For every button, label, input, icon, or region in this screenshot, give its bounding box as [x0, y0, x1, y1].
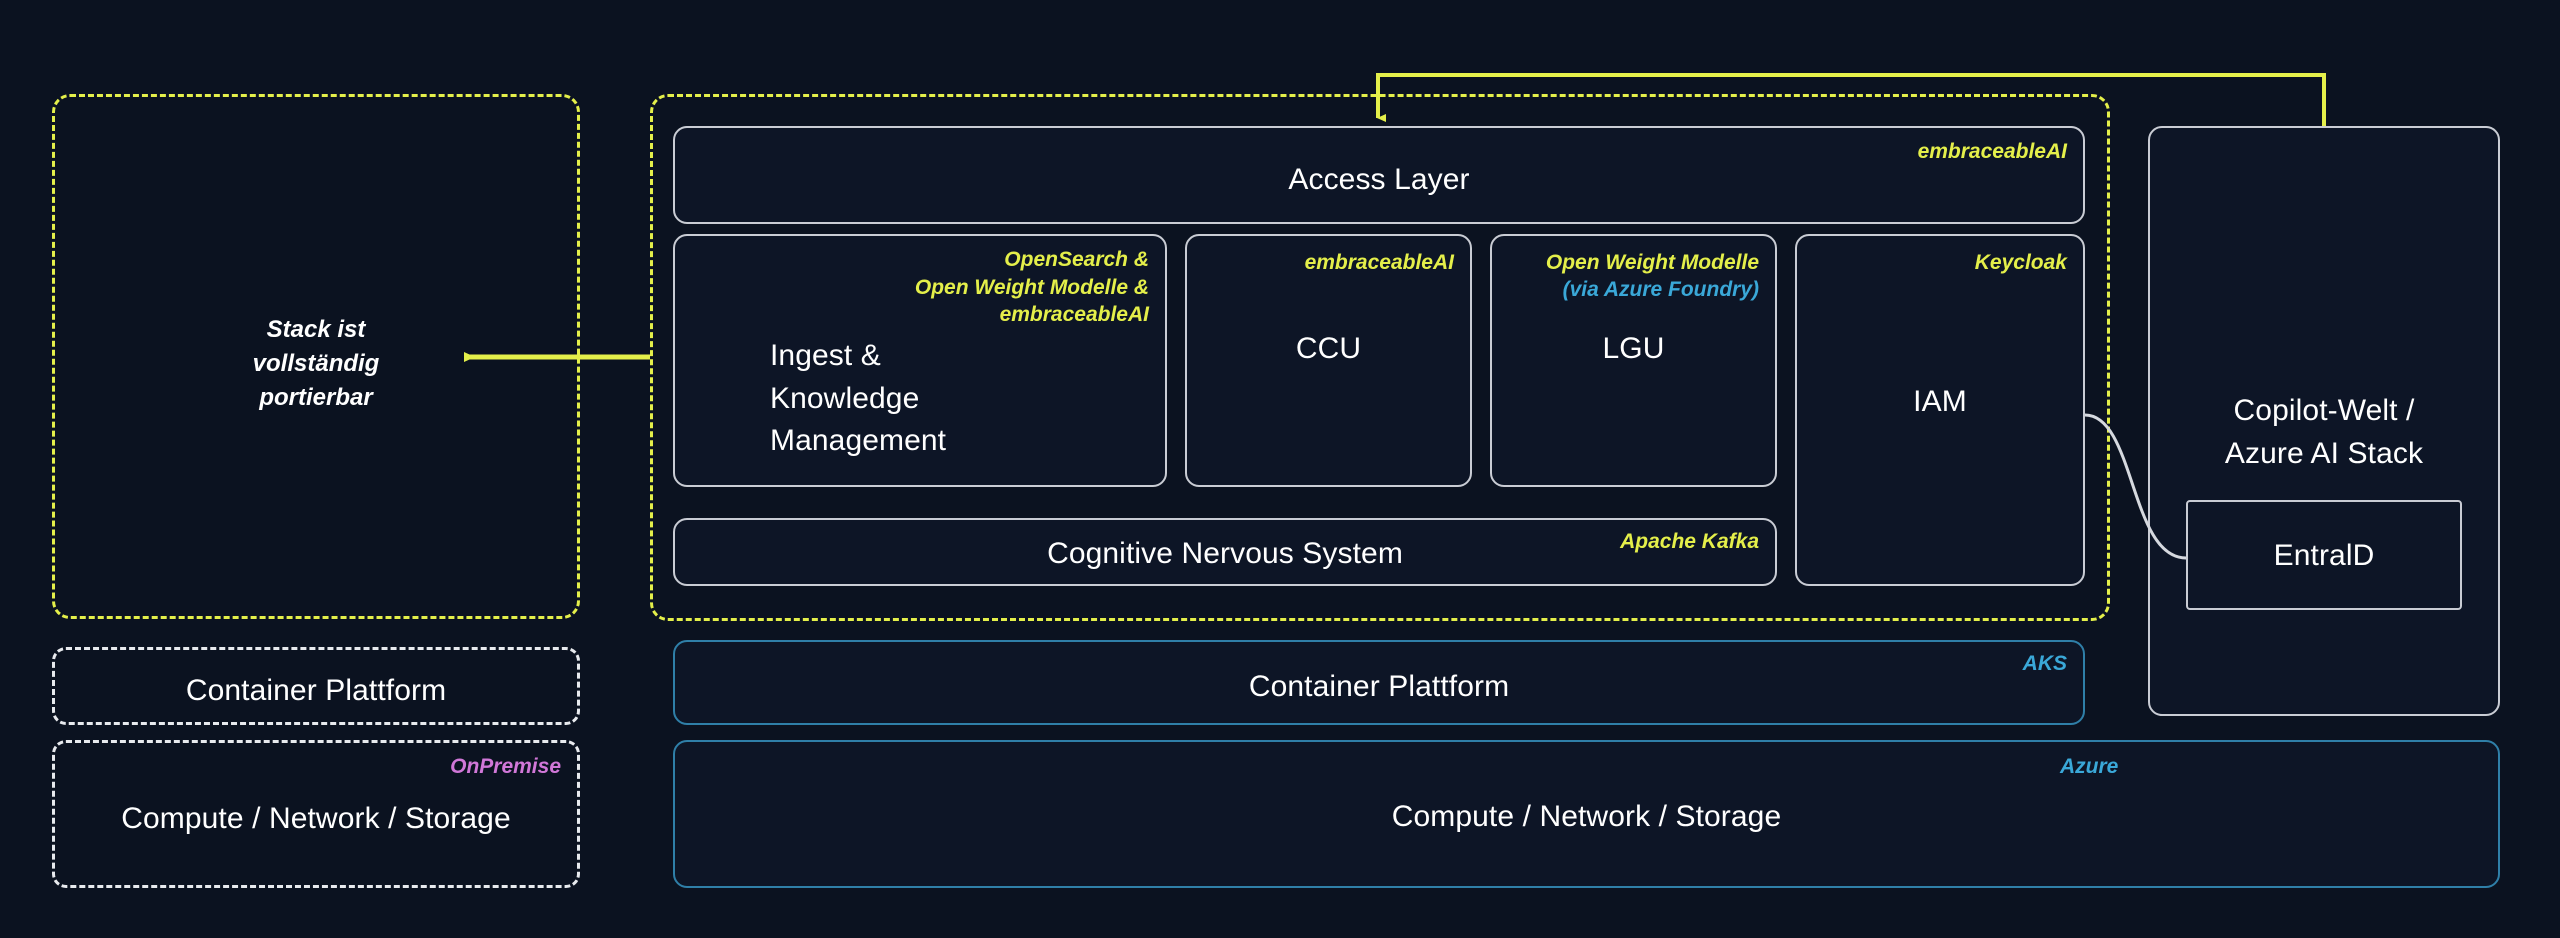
- portable-note: Stack ist vollständig portierbar: [252, 316, 380, 412]
- module-iam-tag: Keycloak: [1974, 251, 2067, 274]
- module-ingest-knowledge-label: Ingest & Knowledge Management: [770, 339, 947, 458]
- module-ingest-knowledge-tag: OpenSearch & Open Weight Modelle & embra…: [914, 248, 1149, 327]
- center-container-platform-label: Container Plattform: [1248, 670, 1510, 703]
- cognitive-nervous-system-box: Apache Kafka Cognitive Nervous System: [673, 518, 1777, 586]
- copilot-stack-box: Copilot-Welt / Azure AI Stack: [2148, 126, 2500, 716]
- module-iam-label: IAM: [1913, 385, 1967, 418]
- left-infrastructure-label: Compute / Network / Storage: [121, 802, 511, 835]
- center-container-platform-box: AKS Container Plattform: [673, 640, 2085, 725]
- cognitive-nervous-system-tag: Apache Kafka: [1620, 530, 1759, 553]
- module-lgu-tag: Open Weight Modelle: [1545, 251, 1759, 274]
- left-container-platform-box: Container Plattform: [52, 647, 580, 725]
- entra-id-label: EntralD: [2273, 539, 2375, 572]
- module-ccu-tag: embraceableAI: [1304, 251, 1454, 274]
- access-layer-label: Access Layer: [1288, 163, 1470, 196]
- center-infrastructure-tag: Azure: [2060, 755, 2119, 778]
- entra-id-box: EntralD: [2186, 500, 2462, 610]
- center-infrastructure-box: Azure Compute / Network / Storage: [673, 740, 2500, 888]
- module-ingest-knowledge-box: OpenSearch & Open Weight Modelle & embra…: [673, 234, 1167, 487]
- module-ccu-label: CCU: [1295, 332, 1362, 365]
- center-container-platform-tag: AKS: [2022, 652, 2067, 675]
- left-infrastructure-box: OnPremise Compute / Network / Storage: [52, 740, 580, 888]
- copilot-stack-label: Copilot-Welt / Azure AI Stack: [2224, 394, 2424, 470]
- left-infrastructure-tag: OnPremise: [450, 755, 561, 778]
- access-layer-tag: embraceableAI: [1917, 140, 2067, 163]
- left-container-platform-label: Container Plattform: [185, 674, 447, 707]
- module-lgu-label: LGU: [1602, 332, 1665, 365]
- access-layer-box: embraceableAI Access Layer: [673, 126, 2085, 224]
- module-iam-box: Keycloak IAM: [1795, 234, 2085, 586]
- cognitive-nervous-system-label: Cognitive Nervous System: [1047, 537, 1403, 570]
- module-lgu-box: Open Weight Modelle (via Azure Foundry) …: [1490, 234, 1777, 487]
- module-lgu-tag-secondary: (via Azure Foundry): [1562, 278, 1759, 301]
- center-infrastructure-label: Compute / Network / Storage: [1391, 800, 1782, 833]
- module-ccu-box: embraceableAI CCU: [1185, 234, 1472, 487]
